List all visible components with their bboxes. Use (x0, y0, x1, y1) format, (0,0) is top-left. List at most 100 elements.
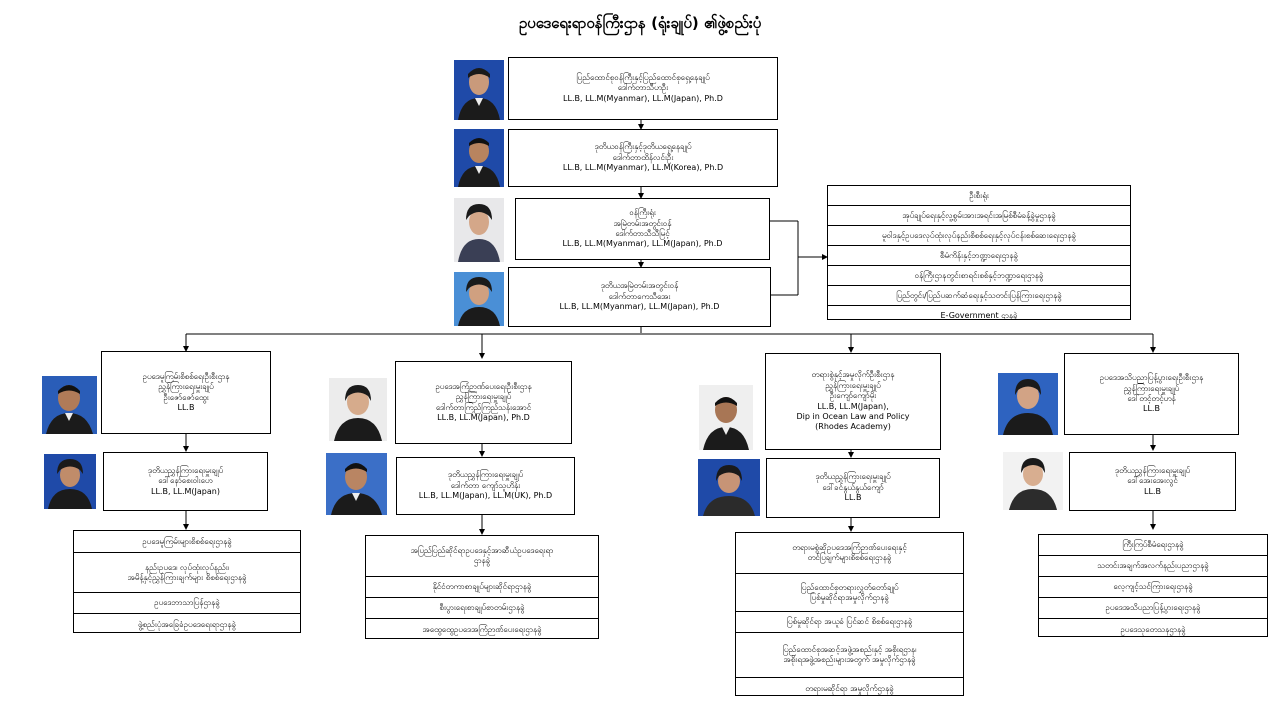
photo-deputy-permanent-secretary (454, 272, 504, 326)
photo-dept4-head (998, 373, 1058, 435)
dept3-unit-item-line: အစိုးရအဖွဲ့အစည်းများအတွက် အမှုလိုက်ဌာနခွ… (783, 655, 916, 664)
dps-title: ဒုတိယအမြဲတမ်းအတွင်းဝန် (600, 281, 679, 291)
dept1-unit-item: ဥပဒေမူကြမ်းများစိစစ်ရေးဌာနခွဲ (74, 531, 300, 553)
dept2-unit-item: အပြည်ပြည်ဆိုင်ရာဥပဒေနှင့်အာဆီယံဥပဒေရေးရာ… (366, 536, 598, 577)
dept1-deputy-box: ဒုတိယညွှန်ကြားရေးမှူးချုပ် ဒေါ်နော်စေးဝါ… (103, 452, 268, 511)
photo-dept3-deputy (698, 459, 760, 516)
dept4-unit-item: လေ့ကျင့်သင်ကြားရေးဌာနခွဲ (1039, 577, 1267, 598)
dept2-unit-item: စီးပွားရေးစာချုပ်စာတမ်းဌာနခွဲ (366, 598, 598, 619)
dept2-deputy-degrees: LL.B, LL.M(Japan), LL.M(UK), Ph.D (418, 491, 553, 501)
photo-dept2-deputy (326, 453, 387, 515)
dept3-unit-item-line: တရားမစွဲဆိုဥပဒေအကြံဉာဏ်ပေးရေးနှင့် (792, 543, 907, 552)
permanent-secretary-box: ဝန်ကြီးရုံး အမြဲတမ်းအတွင်းဝန် ဒေါက်တာသီသ… (515, 198, 770, 260)
dept4-head-title: ညွှန်ကြားရေးမှူးချုပ် (1123, 383, 1180, 393)
dept3-head-name: ဦးကျော်ကျော်မိုး (829, 391, 877, 401)
photo-dept3-head (699, 385, 753, 450)
dept2-deputy-box: ဒုတိယညွှန်ကြားရေးမှူးချုပ် ဒေါက်တာ ကျော်… (396, 457, 575, 515)
dept3-unit-item: တရားမဆိုင်ရာ အမှုလိုက်ဌာနခွဲ (805, 683, 894, 693)
office-unit-item: E-Government ဌာနခွဲ (940, 310, 1018, 320)
dept3-deputy-title: ဒုတိယညွှန်ကြားရေးမှူးချုပ် (815, 472, 891, 482)
dept2-units-list: အပြည်ပြည်ဆိုင်ရာဥပဒေနှင့်အာဆီယံဥပဒေရေးရာ… (365, 535, 599, 639)
dept2-unit-item: နိုင်ငံတကာစာချုပ်များဆိုင်ရာဌာနခွဲ (366, 577, 598, 598)
dept4-deputy-box: ဒုတိယညွှန်ကြားရေးမှူးချုပ် ဒေါ်အေးအေးလွင… (1069, 452, 1236, 511)
ps-degrees: LL.B, LL.M(Myanmar), LL.M(Japan), Ph.D (562, 239, 723, 249)
photo-minister (454, 60, 504, 120)
dept1-deputy-title: ဒုတိယညွှန်ကြားရေးမှူးချုပ် (147, 465, 224, 475)
dept3-head-title: ညွှန်ကြားရေးမှူးချုပ် (825, 380, 881, 390)
dept3-head-diploma: Dip in Ocean Law and Policy (796, 411, 910, 421)
minister-name: ဒေါက်တာသီဟဦး (617, 83, 669, 93)
dept2-deputy-title: ဒုတိယညွှန်ကြားရေးမှူးချုပ် (447, 470, 524, 480)
minister-box: ပြည်ထောင်စုဝန်ကြီးနှင့်ပြည်ထောင်စုရှေ့နေ… (508, 57, 778, 120)
dept1-deputy-name: ဒေါ်နော်စေးဝါးပော (158, 476, 213, 486)
dept3-deputy-degrees: LL.B (844, 493, 862, 503)
dept3-unit-item-line: ပြည်ထောင်စုအဆင့်အဖွဲ့အစည်းနှင့် အစိုးရဌာ… (782, 645, 917, 654)
photo-permanent-secretary (454, 198, 504, 262)
dept4-unit-item: ဥပဒေသုတေသနဌာနခွဲ (1120, 624, 1186, 634)
dept1-unit-item: ဖွဲ့စည်းပုံအခြေခံဥပဒေရေးရာဌာနခွဲ (137, 619, 236, 629)
dept1-unit-item-line: အမိန့်နှင့်ညွှန်ကြားချက်များ စိစစ်ရေးဌာန… (127, 572, 247, 582)
office-unit-item: စီမံကိန်းနှင့်ဘဏ္ဍာရေးဌာနခွဲ (828, 246, 1130, 266)
photo-dept4-deputy (1003, 452, 1063, 510)
dept2-name: ဥပဒေအကြံဉာဏ်ပေးရေးဦးစီးဌာန (435, 381, 532, 391)
dept3-unit-item: ပြစ်မှုဆိုင်ရာ အယူခံ ပြင်ဆင် စိစစ်ရေးဌာန… (736, 612, 963, 633)
ps-office: ဝန်ကြီးရုံး (629, 208, 656, 218)
deputy-minister-name: ဒေါက်တာထိန်လင်းဦး (612, 152, 674, 162)
deputy-minister-degrees: LL.B, LL.M(Myanmar), LL.M(Korea), Ph.D (562, 163, 724, 173)
dept4-head-box: ဥပဒေအသိပညာပြန့်ပွားရေးဦးစီးဌာန ညွှန်ကြား… (1064, 353, 1239, 435)
dept1-unit-item-line: နည်းဥပဒေ၊ လုပ်ထုံးလုပ်နည်း၊ (145, 562, 229, 572)
photo-dept1-deputy (44, 454, 96, 509)
dept3-unit-item: တရားမစွဲဆိုဥပဒေအကြံဉာဏ်ပေးရေးနှင့် တင်ပြ… (736, 533, 963, 574)
dept4-units-list: ကြီးကြပ်စီမံရေးဌာနခွဲ သတင်းအချက်အလက်နည်း… (1038, 534, 1268, 637)
deputy-minister-box: ဒုတိယဝန်ကြီးနှင့်ဒုတိယရှေ့နေချုပ် ဒေါက်တ… (508, 129, 778, 187)
dept3-head-academy: (Rhodes Academy) (815, 422, 891, 432)
dept3-unit-item: ပြည်ထောင်စုတရားလွှတ်တော်ချုပ် ပြစ်မှုဆို… (736, 574, 963, 612)
dept4-deputy-title: ဒုတိယညွှန်ကြားရေးမှူးချုပ် (1114, 465, 1191, 475)
dept3-unit-item-line: ပြစ်မှုဆိုင်ရာအမှုလိုက်ဌာနခွဲ (810, 592, 889, 602)
ps-title: အမြဲတမ်းအတွင်းဝန် (613, 218, 672, 228)
dept4-head-degrees: LL.B (1143, 404, 1160, 414)
photo-dept2-head (329, 378, 387, 441)
dept1-name: ဥပဒေမူကြမ်းစိစစ်ရေးဦးစီးဌာန (142, 371, 230, 381)
dept2-deputy-name: ဒေါက်တာ ကျော်သူဟိန်း (450, 480, 521, 490)
office-unit-item: မူဝါဒနှင့်ဥပဒေလုပ်ထုံးလုပ်နည်းစိစစ်ရေးနှ… (828, 226, 1130, 246)
dept2-unit-item-line: အပြည်ပြည်ဆိုင်ရာဥပဒေနှင့်အာဆီယံဥပဒေရေးရာ (410, 546, 554, 555)
dept2-head-degrees: LL.B, LL.M(Japan), Ph.D (437, 412, 530, 422)
dept4-name: ဥပဒေအသိပညာပြန့်ပွားရေးဦးစီးဌာန (1099, 373, 1204, 383)
dept1-unit-item: ဥပဒေဘာသာပြန်ဌာနခွဲ (74, 593, 300, 614)
dept2-head-box: ဥပဒေအကြံဉာဏ်ပေးရေးဦးစီးဌာန ညွှန်ကြားရေးမ… (395, 361, 572, 444)
deputy-minister-title: ဒုတိယဝန်ကြီးနှင့်ဒုတိယရှေ့နေချုပ် (594, 142, 692, 152)
dept3-unit-item: ပြည်ထောင်စုအဆင့်အဖွဲ့အစည်းနှင့် အစိုးရဌာ… (736, 633, 963, 678)
dept4-head-name: ဒေါ်တင့်တင့်ဟန် (1127, 394, 1176, 403)
photo-deputy-minister (454, 129, 504, 187)
minister-title: ပြည်ထောင်စုဝန်ကြီးနှင့်ပြည်ထောင်စုရှေ့နေ… (576, 72, 710, 82)
dept1-deputy-degrees: LL.B, LL.M(Japan) (151, 486, 220, 496)
dps-degrees: LL.B, LL.M(Myanmar), LL.M(Japan), Ph.D (559, 302, 720, 312)
dept3-unit-item-line: တင်ပြချက်များစိစစ်ရေးဌာနခွဲ (807, 553, 892, 562)
photo-dept1-head (42, 376, 97, 434)
office-unit-item: ဝန်ကြီးဌာနတွင်းစာရင်းစစ်နှင့်ဘဏ္ဍာရေးဌာန… (828, 266, 1130, 286)
office-units-list: ဦးစီးရုံး အုပ်ချုပ်ရေးနှင့်လူ့စွမ်းအားအရ… (827, 185, 1131, 320)
dept2-unit-item: အထွေထွေဥပဒေအကြံဉာဏ်ပေးရေးဌာနခွဲ (422, 625, 542, 634)
deputy-permanent-secretary-box: ဒုတိယအမြဲတမ်းအတွင်းဝန် ဒေါက်တာကေသီအေး LL… (508, 267, 771, 327)
dept1-head-box: ဥပဒေမူကြမ်းစိစစ်ရေးဦးစီးဌာန ညွှန်ကြားရေး… (101, 351, 271, 434)
dept3-name: တရားစွဲနှင့်အမှုလိုက်ဦးစီးဌာန (811, 370, 895, 380)
dept1-head-degrees: LL.B (177, 402, 195, 412)
office-unit-item: ပြည်တွင်း/ပြည်ပဆက်ဆံရေးနှင့်သတင်းပြန်ကြာ… (828, 286, 1130, 306)
dept2-unit-item-line: ဌာနခွဲ (473, 556, 491, 565)
dept4-unit-item: ဥပဒေအသိပညာပြန့်ပွားရေးဌာနခွဲ (1039, 598, 1267, 619)
page-title: ဥပဒေရေးရာဝန်ကြီးဌာန (ရုံးချုပ်) ၏ဖွဲ့စည်… (518, 14, 762, 32)
dept4-unit-item: ကြီးကြပ်စီမံရေးဌာနခွဲ (1039, 535, 1267, 556)
ps-name: ဒေါက်တာသီသီမြင့် (615, 229, 670, 238)
dept3-head-degrees: LL.B, LL.M(Japan), (817, 401, 889, 411)
dept4-deputy-degrees: LL.B (1144, 486, 1161, 496)
dept2-head-name: ဒေါက်တာကြည်ကြည်သန်းအောင် (435, 402, 532, 412)
dept4-deputy-name: ဒေါ်အေးအေးလွင် (1127, 476, 1178, 486)
dept4-unit-item: သတင်းအချက်အလက်နည်းပညာဌာနခွဲ (1039, 556, 1267, 577)
dept3-deputy-box: ဒုတိယညွှန်ကြားရေးမှူးချုပ် ဒေါ်ခင်နွယ်နွ… (766, 458, 940, 518)
office-units-header: ဦးစီးရုံး (828, 186, 1130, 206)
dept2-head-title: ညွှန်ကြားရေးမှူးချုပ် (455, 392, 512, 402)
dept3-deputy-name: ဒေါ်ခင်နွယ်နွယ်ကျော် (822, 482, 884, 492)
dept1-units-list: ဥပဒေမူကြမ်းများစိစစ်ရေးဌာနခွဲ နည်းဥပဒေ၊ … (73, 530, 301, 633)
